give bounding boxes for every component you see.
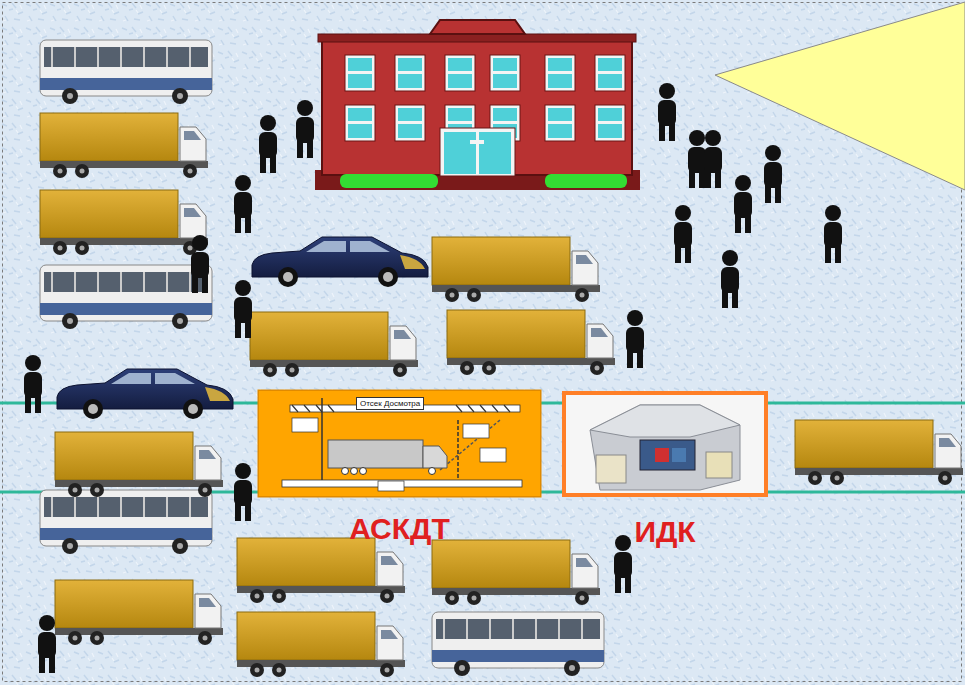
scanner-illustration (562, 391, 768, 497)
equipment-box: Отсек ДосмотраАСКДТ (258, 390, 541, 497)
sign-text: Отсек Досмотра (356, 397, 424, 410)
equipment-box: ИДК (562, 391, 768, 497)
inspection-station-illustration (258, 390, 541, 497)
customs-building (315, 20, 640, 190)
vehicles (40, 40, 963, 677)
callout-pointer (715, 2, 965, 190)
equipment-name: АСКДТ (349, 512, 450, 546)
people (24, 83, 842, 673)
equipment-name: ИДК (634, 515, 695, 549)
